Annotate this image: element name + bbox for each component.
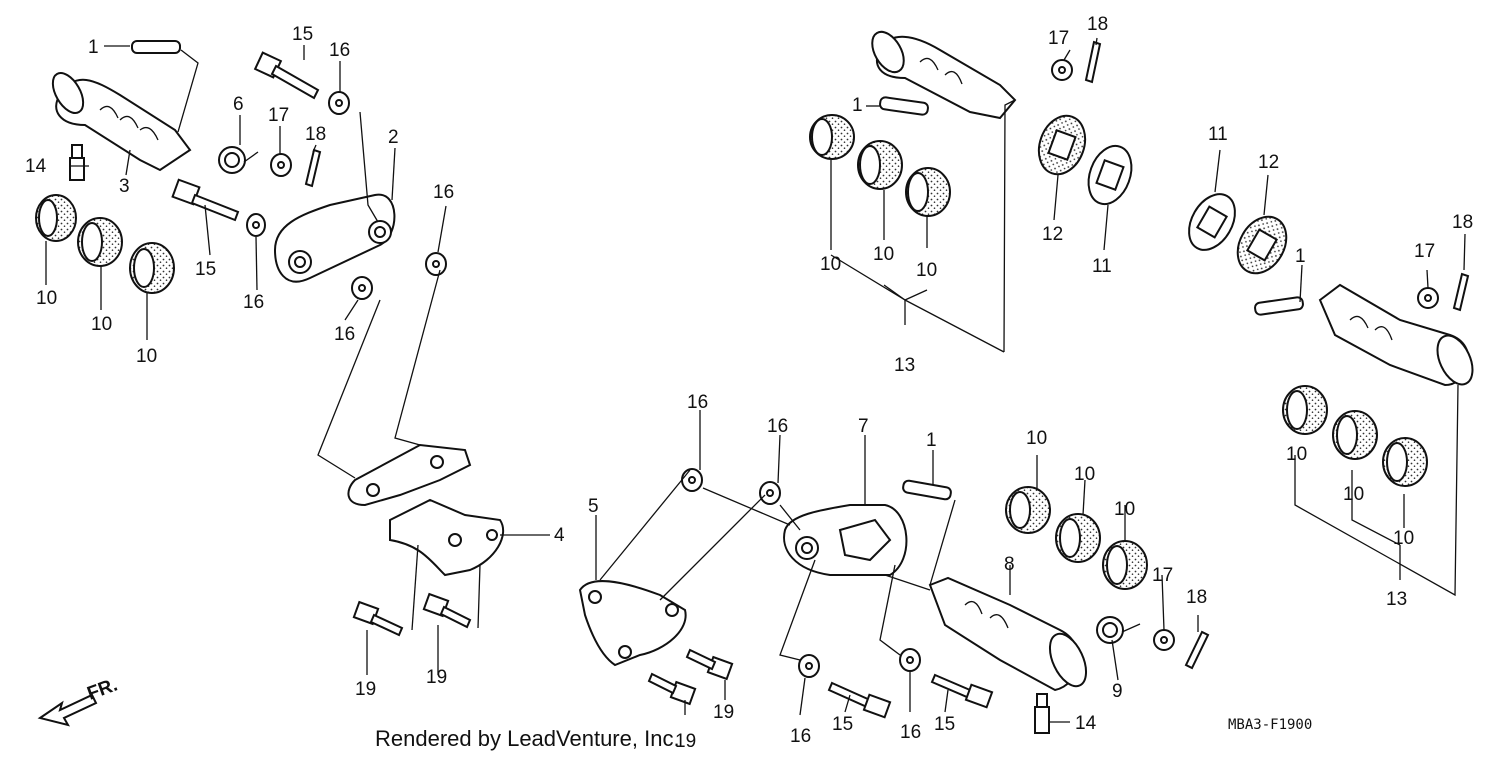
callout-16: 16 bbox=[790, 726, 811, 747]
right-bushings-10 bbox=[1282, 385, 1428, 487]
credit-text: Rendered by LeadVenture, Inc. bbox=[375, 726, 680, 751]
callout-12: 12 bbox=[1258, 152, 1279, 173]
lower-grease-nipple-14 bbox=[1034, 693, 1050, 734]
callout-10: 10 bbox=[136, 346, 157, 367]
lower-pin-1 bbox=[902, 479, 952, 501]
callout-10: 10 bbox=[1026, 428, 1047, 449]
callout-16: 16 bbox=[329, 40, 350, 61]
callout-18: 18 bbox=[1452, 212, 1473, 233]
callout-19-footer: 19 bbox=[675, 731, 696, 752]
leader-lines bbox=[45, 37, 1466, 723]
callout-6: 6 bbox=[233, 94, 244, 115]
callout-7: 7 bbox=[858, 416, 869, 437]
callout-1: 1 bbox=[852, 95, 863, 116]
callout-19: 19 bbox=[713, 702, 734, 723]
callout-13: 13 bbox=[1386, 589, 1407, 610]
left-cotter-18 bbox=[304, 148, 322, 188]
right-cotter-18 bbox=[1452, 272, 1470, 312]
lower-hanger-5 bbox=[578, 579, 687, 667]
left-bolts-19 bbox=[352, 592, 472, 637]
callout-10: 10 bbox=[916, 260, 937, 281]
callout-15: 15 bbox=[832, 714, 853, 735]
callout-10: 10 bbox=[1393, 528, 1414, 549]
lower-bushings-10 bbox=[1005, 486, 1148, 590]
callout-10: 10 bbox=[1286, 444, 1307, 465]
callout-4: 4 bbox=[554, 525, 565, 546]
lower-footpeg-8 bbox=[928, 576, 1088, 692]
callout-17: 17 bbox=[1414, 241, 1435, 262]
callout-10: 10 bbox=[1114, 499, 1135, 520]
callout-17: 17 bbox=[1152, 565, 1173, 586]
callout-2: 2 bbox=[388, 127, 399, 148]
lower-washer-17 bbox=[1153, 629, 1175, 651]
left-footpeg-3 bbox=[51, 72, 192, 172]
callout-16: 16 bbox=[334, 324, 355, 345]
right-pin-1 bbox=[1254, 296, 1304, 316]
lower-cotter-18 bbox=[1184, 630, 1210, 670]
callout-15: 15 bbox=[934, 714, 955, 735]
lower-bracket-7 bbox=[783, 504, 908, 576]
left-bolt-15-mid bbox=[171, 178, 240, 222]
upper-bushings-10 bbox=[809, 114, 951, 217]
callout-11: 11 bbox=[1092, 256, 1112, 277]
upper-pin-1 bbox=[879, 96, 929, 116]
callout-15: 15 bbox=[292, 24, 313, 45]
right-plates-11-12 bbox=[1188, 193, 1288, 275]
callout-17: 17 bbox=[268, 105, 289, 126]
callout-18: 18 bbox=[1186, 587, 1207, 608]
callout-10: 10 bbox=[820, 254, 841, 275]
callout-15: 15 bbox=[195, 259, 216, 280]
lower-washers-16 bbox=[681, 468, 921, 678]
callout-16: 16 bbox=[243, 292, 264, 313]
callout-19: 19 bbox=[426, 667, 447, 688]
callout-14: 14 bbox=[25, 156, 47, 177]
callout-16: 16 bbox=[767, 416, 788, 437]
left-washers bbox=[246, 91, 447, 300]
callout-1: 1 bbox=[88, 37, 99, 58]
lower-bolts-19 bbox=[647, 648, 734, 706]
left-bolt-15-top bbox=[253, 51, 320, 100]
callout-12: 12 bbox=[1042, 224, 1063, 245]
front-label: FR. bbox=[85, 674, 121, 704]
callout-8: 8 bbox=[1004, 554, 1015, 575]
left-hanger-4 bbox=[347, 443, 505, 577]
callout-13: 13 bbox=[894, 355, 915, 376]
callout-10: 10 bbox=[91, 314, 112, 335]
upper-plates-11-12 bbox=[1037, 114, 1133, 206]
left-bracket-2 bbox=[273, 193, 396, 283]
callout-9: 9 bbox=[1112, 681, 1123, 702]
callout-17: 17 bbox=[1048, 28, 1069, 49]
front-direction-arrow-icon: FR. bbox=[37, 674, 121, 727]
callout-16: 16 bbox=[433, 182, 454, 203]
callout-1: 1 bbox=[1295, 246, 1306, 267]
callout-18: 18 bbox=[1087, 14, 1108, 35]
diagram-code: MBA3-F1900 bbox=[1228, 717, 1312, 733]
right-washer-17 bbox=[1417, 287, 1439, 309]
callout-18: 18 bbox=[305, 124, 326, 145]
left-spring-6 bbox=[218, 146, 259, 174]
right-footpeg-upper bbox=[871, 30, 1017, 120]
left-bushings-10 bbox=[35, 194, 175, 294]
callout-19: 19 bbox=[355, 679, 376, 700]
callout-5: 5 bbox=[588, 496, 599, 517]
callout-1: 1 bbox=[926, 430, 937, 451]
callout-10: 10 bbox=[1343, 484, 1364, 505]
upper-cotter-18 bbox=[1084, 40, 1102, 84]
right-footpeg bbox=[1318, 283, 1474, 387]
left-pin-1 bbox=[131, 40, 181, 54]
callout-3: 3 bbox=[119, 176, 130, 197]
left-grease-nipple-14 bbox=[69, 144, 85, 181]
callout-11: 11 bbox=[1208, 124, 1228, 145]
callout-16: 16 bbox=[900, 722, 921, 743]
callout-14: 14 bbox=[1075, 713, 1097, 734]
callout-10: 10 bbox=[873, 244, 894, 265]
callout-16: 16 bbox=[687, 392, 708, 413]
lower-spring-9 bbox=[1096, 616, 1141, 644]
callout-10: 10 bbox=[36, 288, 57, 309]
callout-numbers: 1 15 16 6 17 18 2 14 3 15 16 16 16 10 10… bbox=[25, 14, 1473, 747]
callout-10: 10 bbox=[1074, 464, 1095, 485]
upper-washer-17 bbox=[1051, 59, 1073, 81]
